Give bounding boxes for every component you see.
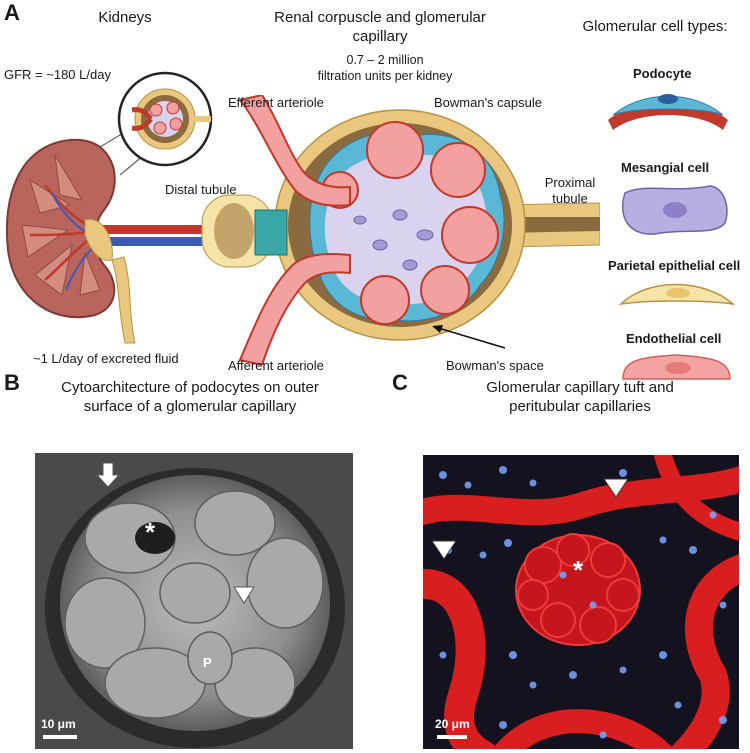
renal-corpuscle-illustration (201, 95, 600, 365)
glomerulus-zoom-circle (117, 71, 213, 167)
panel-b-title-line2: surface of a glomerular capillary (83, 398, 297, 415)
gfr-label: GFR = ~180 L/day (4, 67, 111, 82)
capillary-loops (321, 121, 499, 325)
podocyte-p-marker: P (203, 655, 212, 670)
mesangial-cell-icon (621, 185, 728, 235)
sem-micrograph: * P 10 μm (35, 453, 353, 749)
sem-image (35, 453, 353, 749)
bowmans-space-arrow (434, 326, 506, 349)
kidneys-title: Kidneys (98, 9, 152, 26)
scale-label-c: 20 μm (435, 717, 470, 731)
proximal-tubule-label: Proximal tubule (540, 175, 600, 207)
panel-c-title-line2: peritubular capillaries (509, 398, 651, 415)
asterisk-marker: * (145, 517, 156, 547)
medullary-pyramids (21, 154, 101, 296)
asterisk-marker-c: * (573, 555, 584, 585)
scale-bar-c (437, 735, 467, 739)
panel-c-title-line1: Glomerular capillary tuft and (486, 379, 674, 396)
endothelial-cell-label: Endothelial cell (626, 331, 722, 346)
bowmans-space-label: Bowman's space (446, 358, 544, 373)
mesangial-cell-label: Mesangial cell (621, 160, 710, 175)
podocyte-icon (608, 94, 728, 130)
filtration-line2: filtration units per kidney (317, 69, 453, 83)
fluorescence-image (423, 455, 739, 749)
triangle-marker-icon (233, 586, 255, 604)
panel-b-title: Cytoarchitecture of podocytes on outer s… (30, 378, 350, 416)
panel-b-title-line1: Cytoarchitecture of podocytes on outer (61, 379, 319, 396)
cell-types-title: Glomerular cell types: (582, 18, 728, 35)
renal-artery (95, 225, 215, 234)
filtration-units-note: 0.7 – 2 million filtration units per kid… (285, 52, 485, 84)
proximal-line2: tubule (552, 191, 588, 206)
corpuscle-title-line2: capillary (352, 28, 408, 45)
panel-b-letter: B (4, 370, 20, 395)
bowmans-capsule-label: Bowman's capsule (434, 95, 542, 110)
renal-vein (95, 237, 215, 246)
podocyte-label: Podocyte (633, 66, 692, 81)
fluorescence-micrograph: * 20 μm (423, 455, 739, 749)
ureter (111, 256, 136, 344)
distal-tubule (201, 194, 288, 268)
panel-a-letter: A (4, 0, 20, 25)
distal-tubule-label: Distal tubule (165, 182, 237, 197)
afferent-arteriole-label: Afferent arteriole (228, 358, 324, 373)
efferent-arteriole-label: Efferent arteriole (228, 95, 324, 110)
kidney-illustration (5, 122, 215, 344)
corpuscle-title-line1: Renal corpuscle and glomerular (274, 9, 486, 26)
peritubular-capillaries (423, 455, 739, 749)
down-arrow-icon (95, 462, 121, 488)
filtration-line1: 0.7 – 2 million (346, 53, 424, 67)
parietal-cell-icon (618, 283, 736, 306)
panel-c-letter: C (392, 370, 408, 395)
triangle-marker-icon-1 (603, 478, 629, 498)
endothelial-cell-icon (622, 354, 731, 380)
corpuscle-title: Renal corpuscle and glomerular capillary (245, 8, 515, 46)
mesangial-cells (353, 209, 434, 271)
glomerular-tuft (515, 533, 641, 646)
nuclei (439, 466, 727, 739)
scale-bar-b (43, 735, 77, 739)
scale-label-b: 10 μm (41, 717, 76, 731)
proximal-line1: Proximal (544, 175, 596, 190)
renal-pelvis (84, 218, 113, 261)
excreted-fluid-label: ~1 L/day of excreted fluid (33, 351, 179, 366)
efferent-arteriole (238, 95, 351, 207)
triangle-marker-icon-2 (431, 540, 457, 560)
panel-c-title: Glomerular capillary tuft and peritubula… (430, 378, 730, 416)
afferent-arteriole (238, 253, 351, 365)
parietal-cell-label: Parietal epithelial cell (608, 258, 741, 273)
